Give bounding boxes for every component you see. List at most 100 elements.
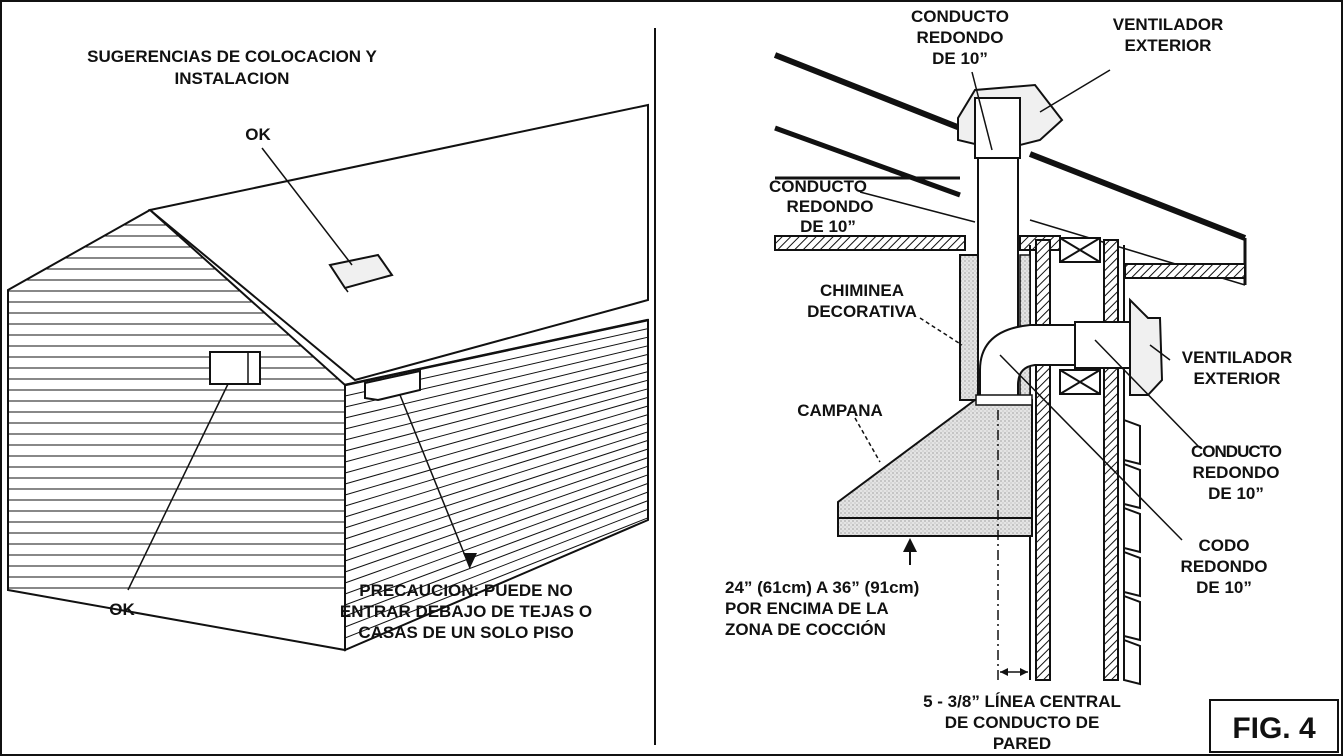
siding-line	[344, 379, 649, 463]
shingle	[1123, 418, 1141, 466]
dim-arrow-left	[1000, 668, 1008, 676]
siding-line	[344, 371, 649, 452]
siding-line	[344, 345, 649, 419]
siding-shingles	[1123, 418, 1141, 686]
ceiling-band-left	[774, 235, 966, 251]
house-eave	[344, 318, 649, 387]
caution-line1: PRECAUCION: PUEDE NO	[359, 581, 572, 600]
label-wall-duct-1: CONDUCTO	[1191, 442, 1282, 461]
label-ok-wall: OK	[109, 600, 135, 619]
siding-line	[344, 457, 649, 562]
label-mid-duct-1: CONDUCTO	[769, 177, 867, 196]
shingle	[1123, 594, 1141, 642]
siding-line	[344, 465, 649, 573]
siding-line	[344, 508, 649, 628]
siding-line	[344, 422, 649, 518]
label-chimney-2: DECORATIVA	[807, 302, 917, 321]
siding-line	[344, 482, 649, 595]
label-ok-roof: OK	[245, 125, 271, 144]
arrow-soffit	[463, 553, 477, 568]
leader-wall-vent	[127, 383, 229, 591]
house-illustration	[7, 103, 649, 652]
label-wall-duct-3: DE 10”	[1208, 484, 1264, 503]
left-title-line2: INSTALACION	[175, 69, 290, 88]
roof-line-lower	[774, 125, 961, 198]
shingle	[1123, 506, 1141, 554]
roof-vent-edge	[344, 287, 349, 293]
siding-line	[344, 414, 649, 507]
siding-line	[344, 500, 649, 617]
siding-line	[344, 517, 649, 639]
leader-mid-duct	[859, 191, 976, 223]
leader-elbow	[999, 354, 1183, 541]
height-arrow-head	[903, 538, 917, 552]
shingle	[1123, 462, 1141, 510]
label-mid-duct-3: DE 10”	[800, 217, 856, 236]
label-height-1: 24” (61cm) A 36” (91cm)	[725, 578, 919, 597]
siding-line	[344, 405, 649, 496]
label-wall-duct-2: REDONDO	[1193, 463, 1280, 482]
horizontal-duct	[1074, 321, 1136, 369]
siding-line	[344, 439, 649, 540]
label-centerline-3: PARED	[993, 734, 1051, 753]
dim-arrow-right	[1020, 668, 1028, 676]
caution-line3: CASAS DE UN SOLO PISO	[358, 623, 573, 642]
roof-cap-neck	[974, 97, 1021, 159]
wall-vent	[209, 351, 261, 385]
label-wall-fan-2: EXTERIOR	[1194, 369, 1281, 388]
section-illustration	[773, 52, 1247, 686]
leader-hood	[854, 417, 881, 463]
leader-top-duct	[971, 71, 993, 151]
label-wall-fan-1: VENTILADOR	[1182, 348, 1293, 367]
label-top-duct-3: DE 10”	[932, 49, 988, 68]
siding-line	[344, 474, 649, 584]
hood-collar	[975, 394, 1033, 406]
ceiling-band-right	[1124, 263, 1246, 279]
roof-line-upper	[773, 52, 962, 131]
label-centerline-1: 5 - 3/8” LÍNEA CENTRAL	[923, 692, 1121, 711]
siding-line	[344, 491, 649, 606]
siding-line	[344, 353, 649, 430]
house-roof	[147, 103, 649, 382]
label-chimney-1: CHIMINEA	[820, 281, 904, 300]
label-elbow-1: CODO	[1199, 536, 1250, 555]
label-elbow-3: DE 10”	[1196, 578, 1252, 597]
wall-cap	[1129, 297, 1164, 396]
label-centerline-2: DE CONDUCTO DE	[945, 713, 1100, 732]
siding-line	[344, 388, 649, 474]
header-box-top-x2	[1059, 237, 1101, 263]
header-box-bottom-x2	[1059, 369, 1101, 395]
label-top-duct-1: CONDUCTO	[911, 7, 1009, 26]
left-title-line1: SUGERENCIAS DE COLOCACION Y	[87, 47, 377, 66]
leader-wall-fan	[1149, 344, 1171, 361]
leader-chimney	[919, 317, 963, 346]
label-mid-duct-2: REDONDO	[787, 197, 874, 216]
label-hood: CAMPANA	[797, 401, 883, 420]
hood-bottom	[837, 517, 1033, 537]
caution-line2: ENTRAR DEBAJO DE TEJAS O	[340, 602, 592, 621]
label-height-3: ZONA DE COCCIÓN	[725, 620, 886, 639]
roof-vent	[328, 253, 394, 290]
leader-top-fan	[1039, 69, 1111, 113]
shingle	[1123, 638, 1141, 686]
label-top-fan-1: VENTILADOR	[1113, 15, 1224, 34]
siding-line	[344, 362, 649, 441]
leader-roof-vent	[261, 147, 353, 266]
siding-gable	[8, 224, 345, 589]
siding-line	[344, 396, 649, 485]
siding-line	[344, 448, 649, 551]
figure-label: FIG. 4	[1232, 712, 1316, 745]
roof-line-upper-b	[1028, 151, 1247, 241]
leader-soffit-vent	[399, 394, 471, 569]
figure-label-box	[1209, 699, 1339, 753]
soffit-vent	[364, 369, 421, 402]
siding-line	[344, 431, 649, 529]
shingle	[1123, 550, 1141, 598]
wall-outer-stud	[1103, 239, 1119, 681]
chimney-left-wall	[959, 254, 979, 401]
label-elbow-2: REDONDO	[1181, 557, 1268, 576]
label-height-2: POR ENCIMA DE LA	[725, 599, 889, 618]
label-top-fan-2: EXTERIOR	[1125, 36, 1212, 55]
